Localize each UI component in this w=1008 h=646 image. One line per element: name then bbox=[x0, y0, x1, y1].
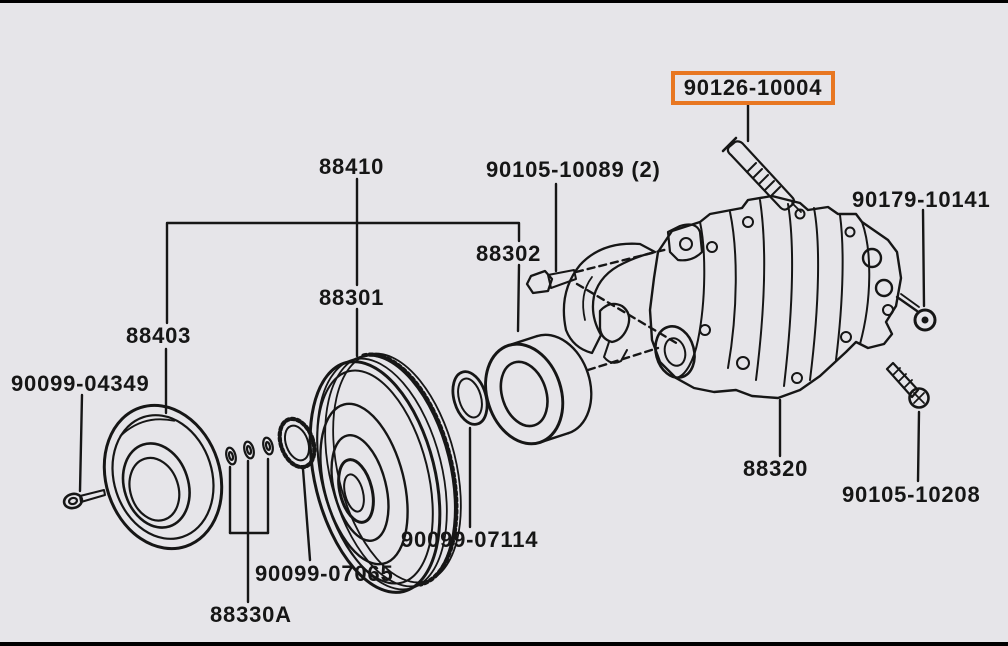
part-label-88301[interactable]: 88301 bbox=[319, 285, 385, 310]
highlight-box-90126-10004[interactable]: 90126-10004 bbox=[671, 71, 835, 105]
bracket-drawing bbox=[564, 244, 655, 363]
leader-90099-04349 bbox=[80, 395, 82, 491]
part-label-90105-10089[interactable]: 90105-10089 (2) bbox=[486, 157, 661, 182]
leader-90099-07065 bbox=[303, 469, 310, 560]
bolt-90099-04349-drawing bbox=[63, 490, 105, 510]
leader-bracket-88410-group bbox=[167, 223, 519, 323]
compressor-drawing bbox=[650, 196, 901, 398]
part-label-88302[interactable]: 88302 bbox=[476, 241, 542, 266]
bolt-90105-10089-drawing bbox=[527, 270, 576, 293]
bolt-90179-10141-drawing bbox=[897, 294, 935, 330]
part-label-90099-07065[interactable]: 90099-07065 bbox=[255, 561, 394, 586]
part-label-90099-04349[interactable]: 90099-04349 bbox=[11, 371, 150, 396]
bearing-drawing bbox=[473, 325, 603, 454]
part-label-90099-07114[interactable]: 90099-07114 bbox=[401, 527, 539, 552]
part-label-88410[interactable]: 88410 bbox=[319, 154, 385, 179]
part-label-90105-10208[interactable]: 90105-10208 bbox=[842, 482, 981, 507]
part-label-88330A[interactable]: 88330A bbox=[210, 602, 292, 627]
part-label-90126-10004[interactable]: 90126-10004 bbox=[683, 74, 823, 100]
bottom-edge-bar bbox=[0, 642, 1008, 646]
bolt-90105-10208-drawing bbox=[887, 363, 929, 408]
part-label-88320[interactable]: 88320 bbox=[743, 456, 809, 481]
stud-bolt-drawing bbox=[723, 138, 801, 212]
snap-ring-drawing bbox=[273, 414, 320, 472]
part-label-90179-10141[interactable]: 90179-10141 bbox=[852, 187, 991, 212]
top-edge-bar bbox=[0, 0, 1008, 3]
shim-set-drawing bbox=[225, 437, 275, 466]
leader-90105-10208 bbox=[918, 412, 919, 481]
part-label-88403[interactable]: 88403 bbox=[126, 323, 192, 348]
leader-lines bbox=[80, 105, 924, 602]
rotor-pulley-drawing bbox=[288, 340, 482, 606]
leader-88302 bbox=[518, 265, 519, 331]
clutch-hub-drawing bbox=[86, 390, 240, 564]
leader-90179-10141 bbox=[923, 210, 924, 306]
